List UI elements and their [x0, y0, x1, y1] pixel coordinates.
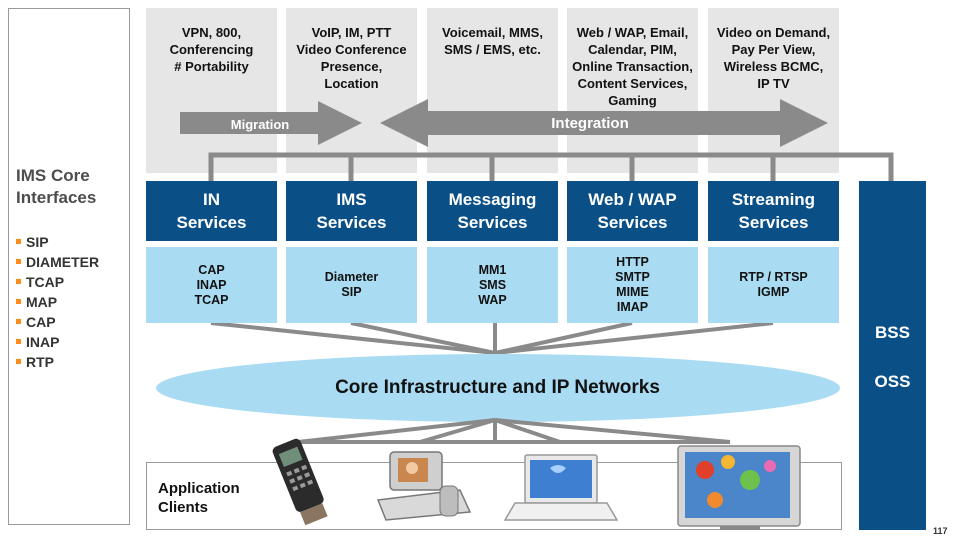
bullet-icon	[16, 258, 21, 264]
bullet-icon	[16, 318, 21, 324]
core-ellipse	[156, 354, 840, 422]
interface-label: SIP	[26, 234, 49, 250]
offering-text: Video on Demand, Pay Per View, Wireless …	[716, 25, 831, 91]
service-line-2: Services	[176, 213, 247, 232]
offering-box-streaming	[708, 8, 839, 173]
service-line-1: Messaging	[448, 190, 537, 209]
offering-box-in	[146, 8, 277, 173]
interface-item: CAP	[16, 313, 56, 332]
interface-item: MAP	[16, 293, 57, 312]
bss-label: BSS	[875, 323, 910, 342]
interface-item: INAP	[16, 333, 59, 352]
ims-protocols-box: Diameter SIP	[286, 247, 417, 323]
bullet-icon	[16, 238, 21, 244]
service-line-1: Streaming	[731, 190, 816, 209]
interface-item: RTP	[16, 353, 54, 372]
bullet-icon	[16, 358, 21, 364]
integration-arrow	[380, 99, 828, 147]
service-bus-lines	[208, 152, 894, 181]
in-services-box: IN Services	[146, 181, 277, 241]
title-line-2: Interfaces	[16, 188, 97, 207]
offering-box-ims	[286, 8, 417, 173]
core-fan-in-lines	[210, 321, 774, 355]
service-line-2: Services	[597, 213, 668, 232]
interface-item: DIAMETER	[16, 253, 99, 272]
interface-item: TCAP	[16, 273, 64, 292]
bullet-icon	[16, 298, 21, 304]
messaging-services-box: Messaging Services	[427, 181, 558, 241]
client-fan-out-lines	[297, 418, 731, 444]
page-number: 117	[933, 526, 948, 536]
offering-box-messaging	[427, 8, 558, 173]
offering-text: VoIP, IM, PTT Video Conference Presence,…	[296, 25, 407, 91]
web-wap-protocols-box: HTTP SMTP MIME IMAP	[567, 247, 698, 323]
migration-label: Migration	[230, 117, 290, 132]
integration-label: Integration	[551, 115, 629, 132]
interface-label: INAP	[26, 334, 60, 350]
application-clients-label: Application Clients	[158, 480, 240, 516]
migration-arrow	[180, 101, 362, 145]
interface-label: MAP	[26, 294, 58, 310]
web-wap-services-box: Web / WAP Services	[567, 181, 698, 241]
service-line-2: Services	[457, 213, 528, 232]
offering-text: VPN, 800, Conferencing # Portability	[169, 25, 254, 74]
service-line-1: Web / WAP	[588, 190, 677, 209]
interface-label: DIAMETER	[26, 254, 100, 270]
bss-oss-column	[859, 181, 926, 530]
interface-label: RTP	[26, 354, 54, 370]
streaming-protocols-box: RTP / RTSP IGMP	[708, 247, 839, 323]
interface-label: TCAP	[26, 274, 65, 290]
title-line-1: IMS Core	[16, 166, 90, 185]
core-infrastructure-label: Core Infrastructure and IP Networks	[335, 377, 660, 398]
service-line-1: IMS	[336, 190, 367, 209]
ims-core-interfaces-title: IMS Core Interfaces	[16, 165, 96, 209]
ims-services-box: IMS Services	[286, 181, 417, 241]
ims-core-interfaces-panel	[8, 8, 130, 525]
service-line-2: Services	[738, 213, 809, 232]
interface-item: SIP	[16, 233, 49, 252]
offering-text: Web / WAP, Email, Calendar, PIM, Online …	[572, 25, 693, 108]
oss-label: OSS	[874, 372, 911, 391]
in-protocols-box: CAP INAP TCAP	[146, 247, 277, 323]
application-clients-box	[146, 462, 842, 530]
bullet-icon	[16, 278, 21, 284]
bullet-icon	[16, 338, 21, 344]
offering-box-web	[567, 8, 698, 173]
offering-text: Voicemail, MMS, SMS / EMS, etc.	[442, 25, 543, 57]
messaging-protocols-box: MM1 SMS WAP	[427, 247, 558, 323]
interface-label: CAP	[26, 314, 56, 330]
streaming-services-box: Streaming Services	[708, 181, 839, 241]
service-line-2: Services	[316, 213, 387, 232]
service-line-1: IN	[203, 190, 220, 209]
